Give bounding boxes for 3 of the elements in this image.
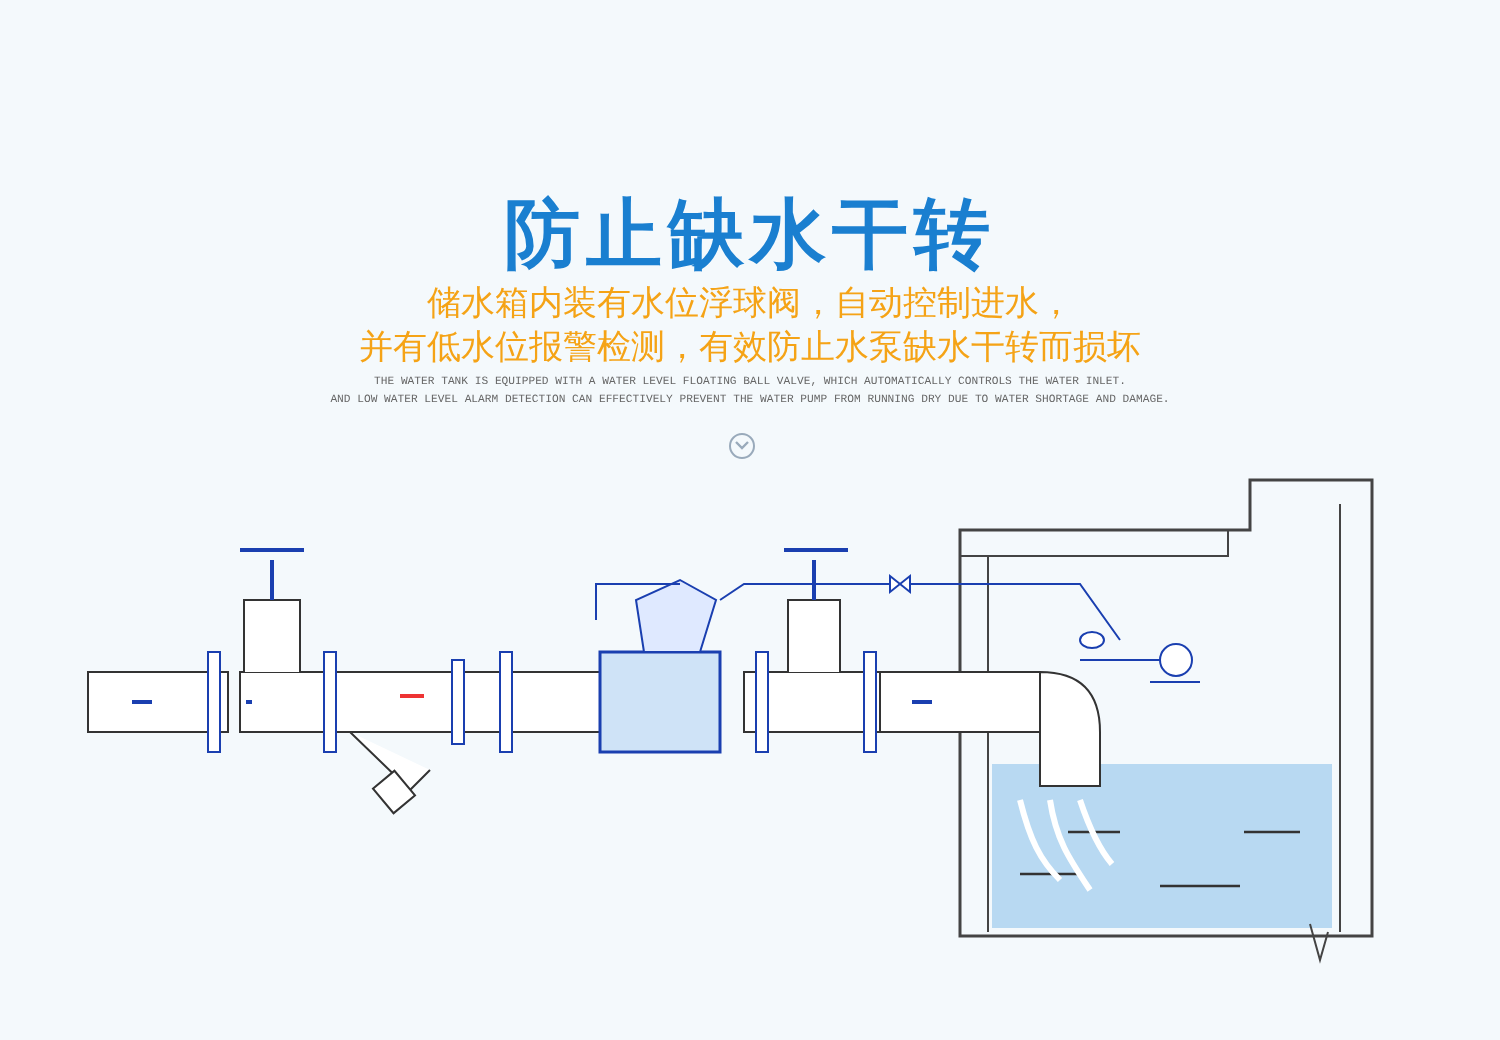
subtitle-text: 储水箱内装有水位浮球阀，自动控制进水， (427, 284, 1073, 324)
subtitle-text: 并有低水位报警检测，有效防止水泵缺水干转而损坏 (359, 328, 1141, 368)
title: 防止缺水干转 (504, 190, 996, 278)
